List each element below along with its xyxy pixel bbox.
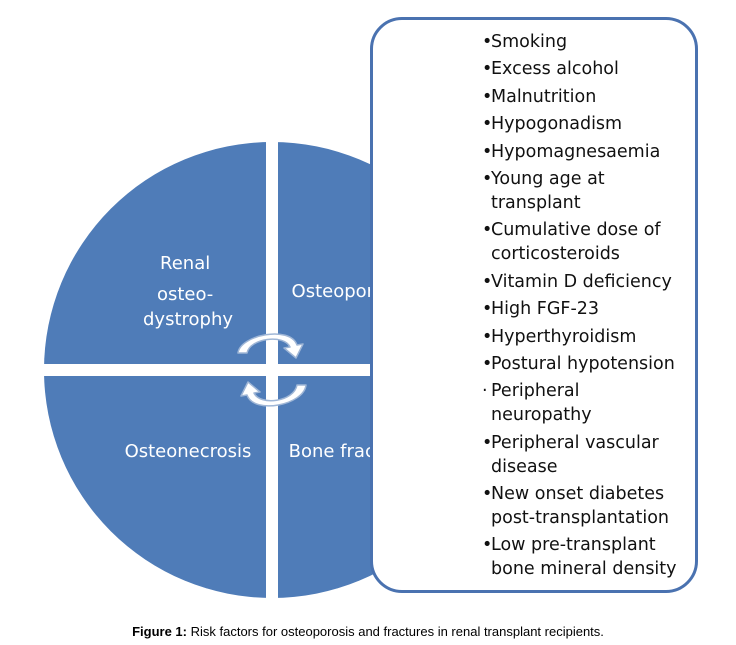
risk-factor-text: Excess alcohol [491,59,619,80]
bullet-marker: • [482,114,493,135]
bullet-marker: · [482,381,488,402]
risk-factor-text: Hypomagnesaemia [491,141,661,162]
renal-line-3: dystrophy [143,309,233,330]
risk-factor-item: •Hypogonadism [482,112,732,136]
risk-factor-text: neuropathy [491,405,592,426]
bullet-marker: • [482,432,493,453]
bullet-marker: • [482,220,493,241]
risk-factor-text: post-transplantation [491,508,669,529]
bullet-marker: • [482,299,493,320]
risk-factor-item: •Young age at transplant [482,167,732,215]
risk-factor-text: Smoking [491,32,568,52]
circular-arrows-icon [237,333,307,407]
bullet-marker: • [482,86,493,107]
risk-factor-item: ·Peripheral neuropathy [482,379,732,427]
risk-factor-text: Cumulative dose of [491,220,661,241]
risk-factor-text: Malnutrition [491,86,597,107]
bullet-marker: • [482,271,493,292]
bullet-marker: • [482,141,493,162]
risk-factor-item: •Cumulative dose of corticosteroids [482,218,732,266]
risk-factor-text: Hypogonadism [491,114,623,135]
caption-text: Risk factors for osteoporosis and fractu… [186,624,604,639]
risk-factor-text: Postural hypotension [491,353,675,374]
risk-factor-item: •Malnutrition [482,85,732,109]
risk-factor-text: Peripheral [491,381,580,402]
risk-factor-text: New onset diabetes [491,484,665,505]
risk-factor-text: Vitamin D deficiency [491,271,672,292]
risk-factor-text: Young age at [491,168,605,189]
risk-factors-panel [370,17,698,593]
risk-factor-item: •Smoking [482,30,732,54]
figure-caption: Figure 1: Risk factors for osteoporosis … [0,624,736,639]
risk-factor-text: Hyperthyroidism [491,326,637,347]
risk-factor-item: •Hyperthyroidism [482,325,732,349]
risk-factor-text: High FGF-23 [491,299,600,320]
quadrant-renal-osteodystrophy: Renal osteo- dystrophy [143,253,233,330]
risk-factor-text: Peripheral vascular [491,432,659,453]
bullet-marker: • [482,353,493,374]
bullet-marker: • [482,326,493,347]
bullet-marker: • [482,484,493,505]
bullet-marker: • [482,32,493,52]
renal-line-2: osteo- [157,284,213,305]
risk-factor-item: •Postural hypotension [482,352,732,376]
risk-factor-item: •New onset diabetes post-transplantation [482,482,732,530]
risk-factor-text: bone mineral density [491,559,677,580]
risk-factor-text: disease [491,456,558,477]
risk-factor-item: •Hypomagnesaemia [482,140,732,164]
bullet-marker: • [482,59,493,80]
risk-factor-text: Low pre-transplant [491,535,656,556]
risk-factor-item: •Vitamin D deficiency [482,270,732,294]
risk-factor-text: corticosteroids [491,244,620,265]
risk-factor-item: •High FGF-23 [482,297,732,321]
risk-factors-list: •Smoking•Excess alcohol•Malnutrition•Hyp… [482,30,732,585]
bullet-marker: • [482,535,493,556]
renal-line-1: Renal [160,253,210,274]
risk-factor-item: •Low pre-transplant bone mineral density [482,533,732,581]
risk-factor-text: transplant [491,192,581,213]
bullet-marker: • [482,168,493,189]
caption-label: Figure 1: [132,624,187,639]
risk-factor-item: •Excess alcohol [482,57,732,81]
quadrant-osteonecrosis: Osteonecrosis [125,441,252,462]
risk-factor-item: •Peripheral vascular disease [482,431,732,479]
